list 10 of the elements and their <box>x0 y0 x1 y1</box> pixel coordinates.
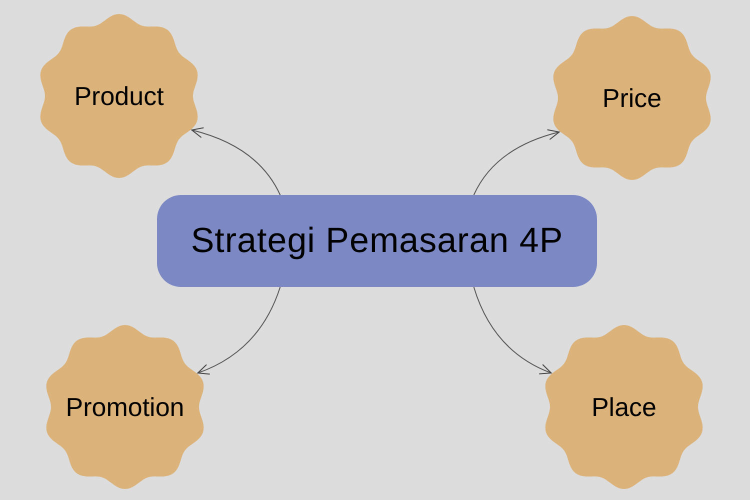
curved-arrow <box>191 128 281 196</box>
curved-arrow <box>473 130 560 196</box>
curved-arrow <box>473 286 552 374</box>
node-label: Promotion <box>66 390 184 424</box>
node-label: Price <box>602 82 662 114</box>
rounded-box <box>157 195 597 287</box>
node-label: Place <box>591 390 657 424</box>
node-label: Product <box>74 80 164 112</box>
curved-arrow <box>197 286 281 374</box>
node-label: Strategi Pemasaran 4P <box>190 220 564 262</box>
